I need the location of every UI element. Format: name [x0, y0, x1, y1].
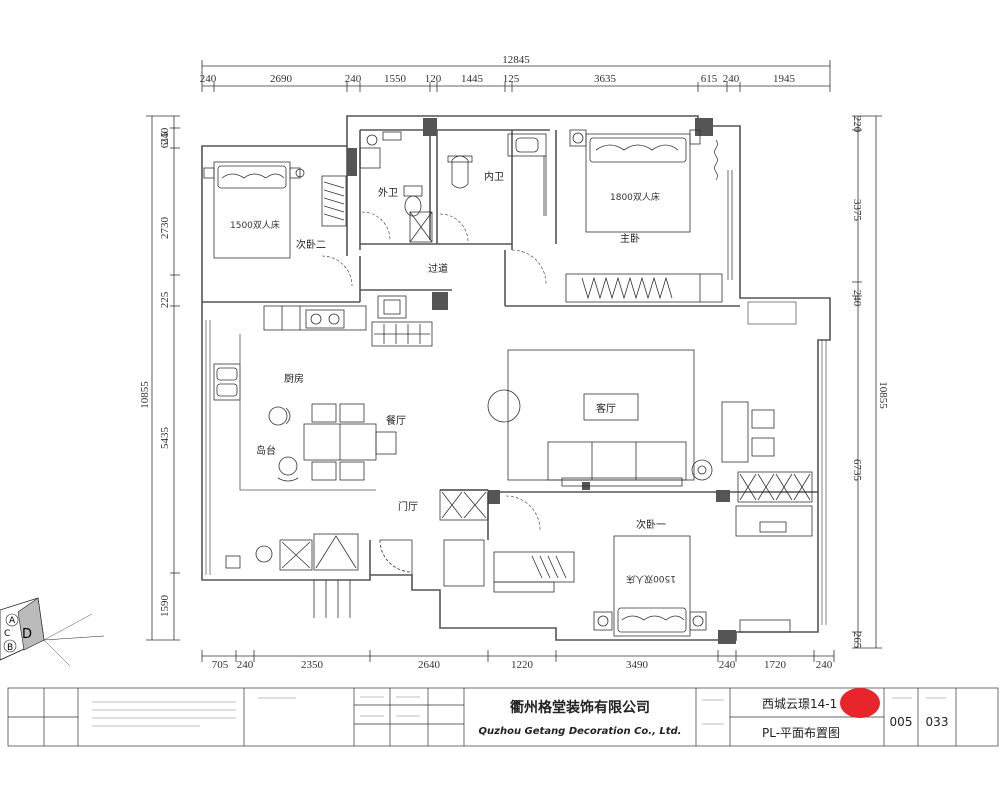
room-bedroom2: 次卧二 [296, 238, 326, 251]
dim-bottom-4: 2640 [418, 659, 441, 671]
room-bedroom1: 次卧一 [636, 518, 666, 531]
door-swing-bathroom-outer [361, 211, 391, 241]
dim-top-9: 615 [701, 73, 718, 85]
wardrobe-master [565, 273, 723, 303]
dim-top-8: 3635 [594, 73, 617, 85]
company-name-cn: 衢州格堂装饰有限公司 [510, 699, 650, 716]
top-dimension-line [201, 60, 831, 92]
redaction-mark [840, 688, 880, 718]
curtain-master [714, 139, 733, 280]
dim-right-2: 3375 [851, 199, 863, 222]
island-stools [268, 406, 299, 482]
room-master: 主卧 [620, 232, 640, 245]
title-block-fine-print [92, 696, 946, 727]
bed-1500-top [203, 161, 305, 259]
dim-left-5: 5435 [159, 427, 171, 450]
bed-1800-label: 1800双人床 [610, 191, 660, 203]
compass-c: C [4, 629, 10, 639]
total-sheets: 033 [926, 715, 949, 729]
dining-table [303, 403, 397, 481]
dim-bottom-2: 240 [237, 659, 254, 671]
dim-left-total: 10855 [139, 381, 151, 409]
room-bathroom-outer: 外卫 [378, 187, 398, 199]
kitchen-counter-top [263, 305, 367, 331]
dim-top-6: 1445 [461, 73, 484, 85]
bed-1500-top-label: 1500双人床 [230, 219, 280, 231]
dim-bottom-9: 240 [816, 659, 833, 671]
room-corridor: 过道 [428, 262, 448, 275]
dim-right-1: 220 [851, 116, 863, 133]
dim-top-2: 2690 [270, 73, 293, 85]
door-swing-bathroom-inner [439, 213, 469, 243]
bed-1500-bottom-label: 1500双人床 [626, 573, 676, 585]
dim-right-5: 265 [851, 632, 863, 649]
door-swing-bedroom1 [505, 495, 541, 531]
columns [347, 118, 736, 644]
compass-d: D [22, 627, 32, 642]
shoe-cabinet [225, 533, 359, 571]
dim-left-3: 2730 [159, 217, 171, 240]
sheet-number: 005 [890, 715, 913, 729]
wardrobe-bedroom2 [321, 175, 347, 227]
kitchen-sink [213, 363, 241, 401]
dim-top-total: 12845 [502, 54, 530, 66]
dim-top-4: 1550 [384, 73, 407, 85]
entry-steps [313, 580, 351, 618]
left-dimension-line [146, 115, 180, 641]
compass-b: B [7, 643, 13, 653]
dim-left-2: 615 [159, 131, 171, 148]
wardrobe-bedroom1 [493, 551, 791, 633]
room-kitchen: 厨房 [284, 372, 304, 385]
dim-left-4: 225 [159, 291, 171, 308]
drawing-name: PL-平面布置图 [762, 726, 840, 740]
company-name-en: Quzhou Getang Decoration Co., Ltd. [479, 726, 682, 737]
bed-1500-bottom [593, 535, 707, 637]
compass-rose [0, 597, 105, 667]
door-swing-bedroom2 [321, 255, 353, 287]
room-foyer: 门厅 [398, 500, 418, 513]
dim-bottom-6: 3490 [626, 659, 649, 671]
door-swing-master [511, 249, 547, 285]
dim-top-5: 120 [425, 73, 442, 85]
living-furniture [487, 349, 775, 487]
kitchen-boundary [239, 334, 376, 491]
dim-top-1: 240 [200, 73, 217, 85]
dim-bottom-8: 1720 [764, 659, 787, 671]
room-living: 客厅 [596, 402, 616, 415]
dim-top-7: 125 [503, 73, 520, 85]
bed-1800 [569, 129, 701, 233]
foyer-cabinet [439, 489, 489, 587]
dim-left-6: 1590 [159, 595, 171, 618]
dim-bottom-3: 2350 [301, 659, 324, 671]
bathroom-outer-fixtures [359, 131, 433, 243]
compass-a: A [9, 616, 16, 626]
dim-top-11: 1945 [773, 73, 796, 85]
entrance-door [379, 539, 413, 575]
corridor-cabinet [371, 295, 433, 347]
dim-right-total: 10855 [877, 381, 889, 409]
dim-right-3: 240 [851, 290, 863, 307]
windows [205, 301, 827, 625]
right-dimension-line [852, 115, 882, 649]
wardrobe-tv-bedroom1 [735, 471, 813, 537]
dim-bottom-1: 705 [212, 659, 229, 671]
bathroom-inner-fixtures [447, 133, 547, 216]
dim-right-4: 6735 [851, 459, 863, 482]
dim-top-3: 240 [345, 73, 362, 85]
dim-bottom-7: 240 [719, 659, 736, 671]
bottom-dimension-line [201, 650, 835, 662]
dim-bottom-5: 1220 [511, 659, 534, 671]
project-name: 西城云璟14-1 [762, 697, 837, 711]
dim-left-1: 240 [159, 127, 171, 144]
dim-top-10: 240 [723, 73, 740, 85]
room-dining: 餐厅 [386, 414, 406, 427]
room-island: 岛台 [256, 444, 276, 457]
room-bathroom-inner: 内卫 [484, 170, 504, 183]
